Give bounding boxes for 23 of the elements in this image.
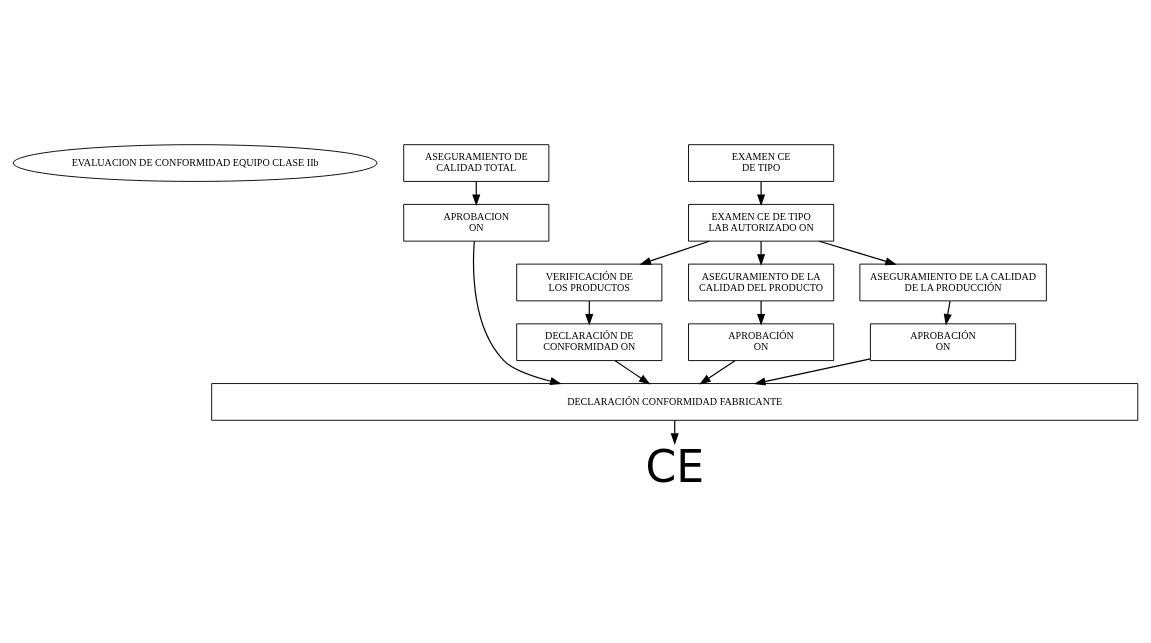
arrow <box>472 240 562 385</box>
node-box: APROBACIÓN ON <box>869 322 1017 361</box>
arrow <box>818 240 897 265</box>
node-box: EXAMEN CE DE TIPO <box>688 143 835 182</box>
node-box: VERIFICACIÓN DE LOS PRODUCTOS <box>516 263 663 301</box>
node-box: ASEGURAMIENTO DE CALIDAD TOTAL <box>403 143 550 182</box>
arrow <box>757 180 766 206</box>
node-box: DECLARACIÓN DE CONFORMIDAD ON <box>516 322 663 361</box>
arrow <box>757 240 766 266</box>
arrow <box>699 359 736 385</box>
node-box: APROBACIÓN ON <box>688 322 835 361</box>
node-text: CE <box>645 440 705 492</box>
arrow <box>639 240 710 265</box>
arrow <box>943 300 952 325</box>
node-ellipse: EVALUACION DE CONFORMIDAD EQUIPO CLASE IIb <box>12 143 378 182</box>
node-box: DECLARACIÓN CONFORMIDAD FABRICANTE <box>211 382 1139 421</box>
node-box: EXAMEN CE DE TIPO LAB AUTORIZADO ON <box>688 203 835 242</box>
arrow <box>614 359 651 385</box>
node-box: ASEGURAMIENTO DE LA CALIDAD DEL PRODUCTO <box>688 263 835 301</box>
arrow <box>757 300 766 326</box>
arrow <box>753 357 871 385</box>
node-box: APROBACION ON <box>403 203 550 242</box>
node-box: ASEGURAMIENTO DE LA CALIDAD DE LA PRODUCCIÓN <box>859 263 1047 301</box>
